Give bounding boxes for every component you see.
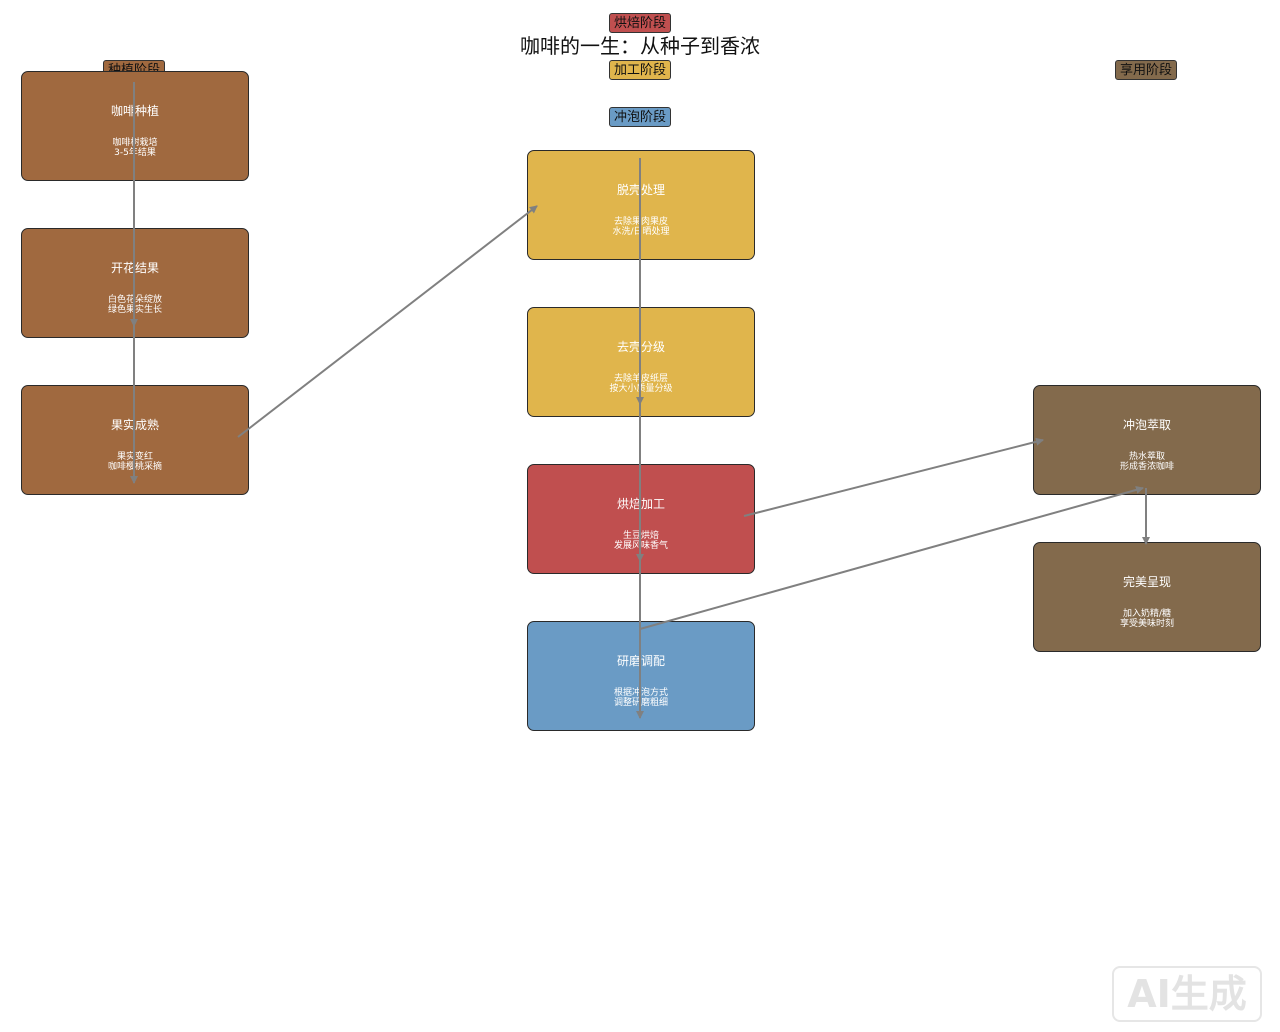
node-n2: 开花结果白色花朵绽放绿色果实生长 xyxy=(21,228,249,338)
node-description: 根据冲泡方式调整研磨粗细 xyxy=(528,688,754,708)
node-description-line: 白色花朵绽放 xyxy=(107,295,162,305)
node-n6: 烘焙加工生豆烘焙发展风味香气 xyxy=(527,464,755,574)
node-title: 去壳分级 xyxy=(616,340,665,354)
stage-label-brewing: 冲泡阶段 xyxy=(609,107,671,127)
node-title: 开花结果 xyxy=(110,261,159,275)
node-n8: 冲泡萃取热水萃取形成香浓咖啡 xyxy=(1033,385,1261,495)
node-n5: 去壳分级去除羊皮纸层按大小质量分级 xyxy=(527,307,755,417)
node-description-line: 去除羊皮纸层 xyxy=(613,374,668,384)
node-description-line: 热水萃取 xyxy=(1128,452,1165,462)
node-description: 白色花朵绽放绿色果实生长 xyxy=(22,295,248,315)
node-description-line: 形成香浓咖啡 xyxy=(1119,462,1174,472)
node-description-line: 果实变红 xyxy=(116,452,153,462)
node-n4: 脱壳处理去除果肉果皮水洗/日晒处理 xyxy=(527,150,755,260)
node-description-line: 享受美味时刻 xyxy=(1119,619,1174,629)
node-description-line: 生豆烘焙 xyxy=(622,531,659,541)
arrow-n3-to-n4 xyxy=(237,205,538,438)
node-description-line: 去除果肉果皮 xyxy=(613,217,668,227)
arrow-n6-to-n8 xyxy=(743,437,1044,517)
node-description-line: 咖啡樱桃采摘 xyxy=(107,462,162,472)
node-description: 热水萃取形成香浓咖啡 xyxy=(1034,452,1260,472)
node-description: 加入奶精/糖享受美味时刻 xyxy=(1034,609,1260,629)
node-description: 生豆烘焙发展风味香气 xyxy=(528,531,754,551)
node-title: 研磨调配 xyxy=(616,654,665,668)
node-description-line: 加入奶精/糖 xyxy=(1122,609,1172,619)
node-title: 咖啡种植 xyxy=(110,104,159,118)
node-n3: 果实成熟果实变红咖啡樱桃采摘 xyxy=(21,385,249,495)
ai-generated-watermark: AI生成 xyxy=(1112,966,1262,1022)
node-title: 脱壳处理 xyxy=(616,183,665,197)
stage-label-roasting: 烘焙阶段 xyxy=(609,13,671,33)
node-description: 果实变红咖啡樱桃采摘 xyxy=(22,452,248,472)
node-description-line: 发展风味香气 xyxy=(613,541,668,551)
node-description: 去除羊皮纸层按大小质量分级 xyxy=(528,374,754,394)
node-title: 烘焙加工 xyxy=(616,497,665,511)
stage-label-enjoying: 享用阶段 xyxy=(1115,60,1177,80)
node-description-line: 咖啡树栽培 xyxy=(112,138,158,148)
diagram-title: 咖啡的一生：从种子到香浓 xyxy=(520,34,760,58)
node-n9: 完美呈现加入奶精/糖享受美味时刻 xyxy=(1033,542,1261,652)
node-description-line: 按大小质量分级 xyxy=(609,384,673,394)
node-description: 去除果肉果皮水洗/日晒处理 xyxy=(528,217,754,237)
node-title: 完美呈现 xyxy=(1122,575,1171,589)
node-title: 冲泡萃取 xyxy=(1122,418,1171,432)
node-description-line: 调整研磨粗细 xyxy=(613,698,668,708)
node-description-line: 根据冲泡方式 xyxy=(613,688,668,698)
node-description-line: 水洗/日晒处理 xyxy=(612,227,670,237)
stage-label-processing: 加工阶段 xyxy=(609,60,671,80)
node-n7: 研磨调配根据冲泡方式调整研磨粗细 xyxy=(527,621,755,731)
node-title: 果实成熟 xyxy=(110,418,159,432)
node-description-line: 绿色果实生长 xyxy=(107,305,162,315)
node-description-line: 3-5年结果 xyxy=(114,148,156,158)
